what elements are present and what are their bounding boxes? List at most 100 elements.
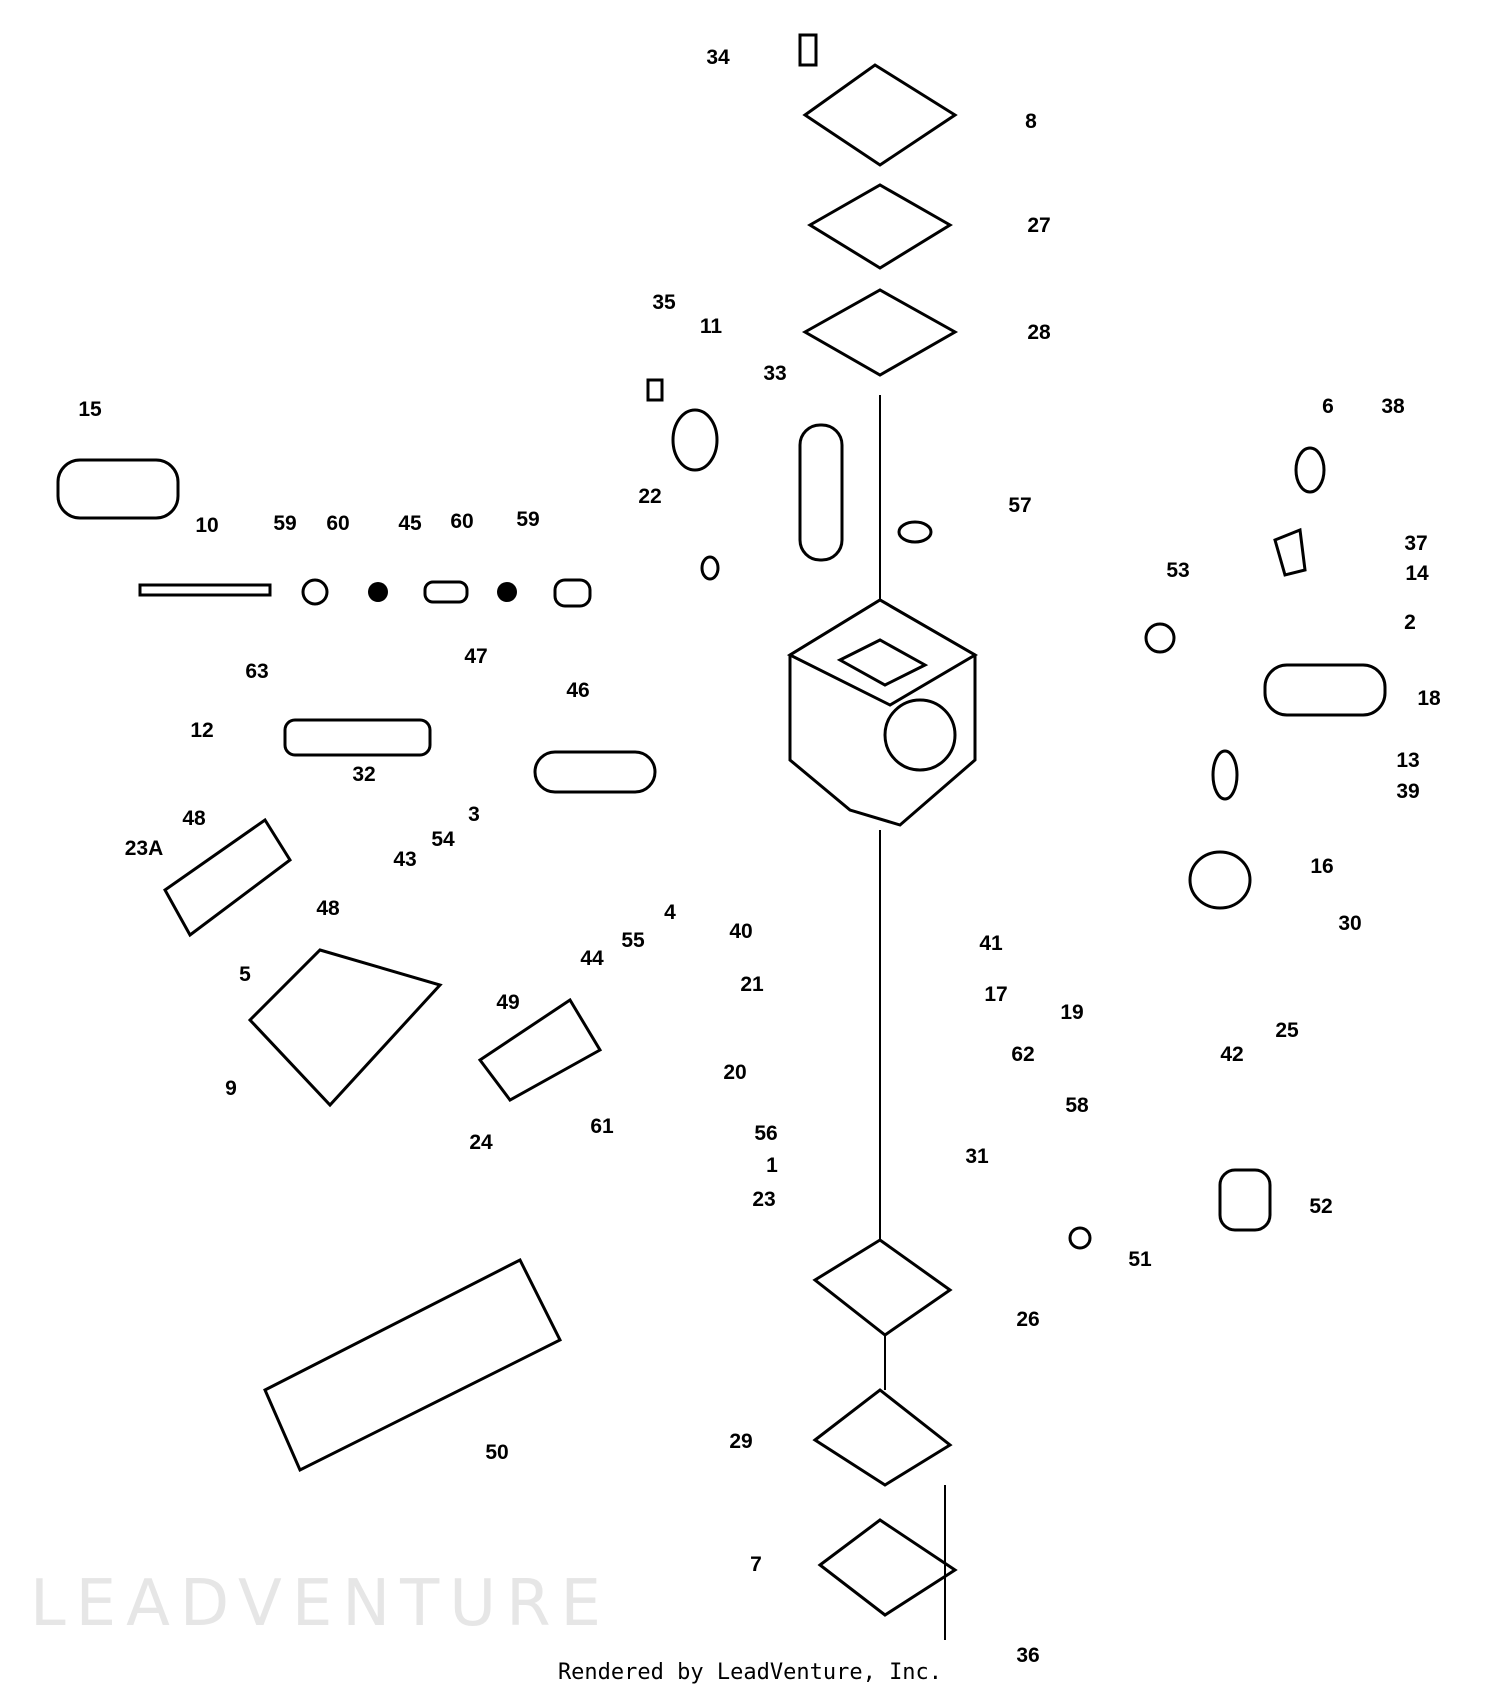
footer-credit: Rendered by LeadVenture, Inc. bbox=[557, 1660, 943, 1685]
spring-part bbox=[283, 718, 432, 757]
washer-part bbox=[368, 582, 388, 602]
carburetor-bore bbox=[883, 698, 957, 772]
callout-44: 44 bbox=[580, 947, 604, 970]
callout-30: 30 bbox=[1338, 912, 1361, 935]
callout-28: 28 bbox=[1027, 321, 1051, 344]
kit-52-part bbox=[1218, 1168, 1272, 1232]
callout-63: 63 bbox=[245, 660, 268, 683]
callout-15: 15 bbox=[78, 398, 102, 421]
kit-15-part bbox=[56, 458, 180, 520]
gasket-7-part bbox=[817, 1518, 958, 1617]
callout-11: 11 bbox=[700, 315, 723, 338]
callout-52: 52 bbox=[1309, 1195, 1332, 1218]
callout-5: 5 bbox=[239, 963, 251, 986]
callout-23A: 23A bbox=[125, 837, 164, 860]
callout-41: 41 bbox=[979, 932, 1003, 955]
callout-60: 60 bbox=[450, 510, 473, 533]
callout-27: 27 bbox=[1027, 214, 1050, 237]
callout-55: 55 bbox=[621, 929, 645, 952]
screw-part bbox=[798, 33, 818, 67]
callout-34: 34 bbox=[706, 46, 730, 69]
callout-36: 36 bbox=[1016, 1644, 1039, 1667]
callout-54: 54 bbox=[431, 828, 455, 851]
diaphragm-29-part bbox=[812, 1388, 953, 1487]
callout-31: 31 bbox=[965, 1145, 989, 1168]
callout-9: 9 bbox=[225, 1077, 237, 1100]
parts-drawing bbox=[56, 33, 1387, 1640]
callout-33: 33 bbox=[763, 362, 786, 385]
callout-40: 40 bbox=[729, 920, 752, 943]
gasket-26-part bbox=[812, 1238, 953, 1337]
callout-42: 42 bbox=[1220, 1043, 1243, 1066]
callout-12: 12 bbox=[190, 719, 213, 742]
callout-22: 22 bbox=[638, 485, 661, 508]
callout-37: 37 bbox=[1404, 532, 1427, 555]
part-51 bbox=[1068, 1226, 1092, 1250]
callout-21: 21 bbox=[740, 973, 764, 996]
callout-61: 61 bbox=[590, 1115, 614, 1138]
callout-24: 24 bbox=[469, 1131, 493, 1154]
callout-38: 38 bbox=[1381, 395, 1405, 418]
callout-29: 29 bbox=[729, 1430, 752, 1453]
spring-part bbox=[423, 580, 469, 604]
callout-17: 17 bbox=[984, 983, 1007, 1006]
callout-58: 58 bbox=[1065, 1094, 1089, 1117]
callout-46: 46 bbox=[566, 679, 589, 702]
callout-23: 23 bbox=[752, 1188, 775, 1211]
callout-8: 8 bbox=[1025, 110, 1037, 133]
bushing-part bbox=[301, 578, 329, 606]
callout-49: 49 bbox=[496, 991, 519, 1014]
pump-cover-part bbox=[802, 63, 958, 167]
kit-61-part bbox=[477, 997, 603, 1102]
lever-part bbox=[1294, 446, 1326, 494]
callout-18: 18 bbox=[1417, 687, 1441, 710]
lever-13-part bbox=[1211, 749, 1239, 801]
washer-part bbox=[497, 582, 517, 602]
callout-32: 32 bbox=[352, 763, 375, 786]
callout-35: 35 bbox=[652, 291, 676, 314]
callout-39: 39 bbox=[1396, 780, 1419, 803]
pump-gasket-part bbox=[807, 183, 953, 270]
callout-48: 48 bbox=[182, 807, 206, 830]
check-valve-part bbox=[671, 408, 719, 472]
callout-53: 53 bbox=[1166, 559, 1189, 582]
kit-50-part bbox=[263, 1257, 563, 1473]
kit-33-part bbox=[798, 423, 844, 562]
callout-25: 25 bbox=[1275, 1019, 1299, 1042]
screen-part bbox=[897, 520, 933, 544]
callout-50: 50 bbox=[485, 1441, 508, 1464]
o-ring-part bbox=[700, 555, 720, 581]
bushing-part bbox=[553, 578, 592, 608]
callout-20: 20 bbox=[723, 1061, 746, 1084]
callout-10: 10 bbox=[195, 514, 218, 537]
kit-48-part bbox=[163, 817, 293, 938]
kit-18-part bbox=[1263, 663, 1387, 717]
callout-56: 56 bbox=[754, 1122, 777, 1145]
callout-14: 14 bbox=[1405, 562, 1429, 585]
callout-48: 48 bbox=[316, 897, 340, 920]
kit-32-part bbox=[533, 750, 657, 794]
callout-26: 26 bbox=[1016, 1308, 1039, 1331]
callout-13: 13 bbox=[1396, 749, 1419, 772]
callout-59: 59 bbox=[516, 508, 539, 531]
callout-43: 43 bbox=[393, 848, 416, 871]
screw-part bbox=[646, 378, 664, 402]
callout-7: 7 bbox=[750, 1553, 762, 1576]
callout-16: 16 bbox=[1310, 855, 1333, 878]
callout-3: 3 bbox=[468, 803, 480, 826]
callout-45: 45 bbox=[398, 512, 422, 535]
callout-2: 2 bbox=[1404, 611, 1416, 634]
callout-19: 19 bbox=[1060, 1001, 1083, 1024]
seal-part bbox=[1144, 622, 1176, 654]
kit-9-part bbox=[247, 948, 443, 1108]
callout-62: 62 bbox=[1011, 1043, 1034, 1066]
cover-16-part bbox=[1188, 850, 1252, 910]
callout-47: 47 bbox=[464, 645, 487, 668]
bracket-part bbox=[1273, 527, 1307, 577]
callout-4: 4 bbox=[664, 901, 676, 924]
watermark: LEADVENTURE bbox=[30, 1567, 611, 1641]
callout-60: 60 bbox=[326, 512, 349, 535]
